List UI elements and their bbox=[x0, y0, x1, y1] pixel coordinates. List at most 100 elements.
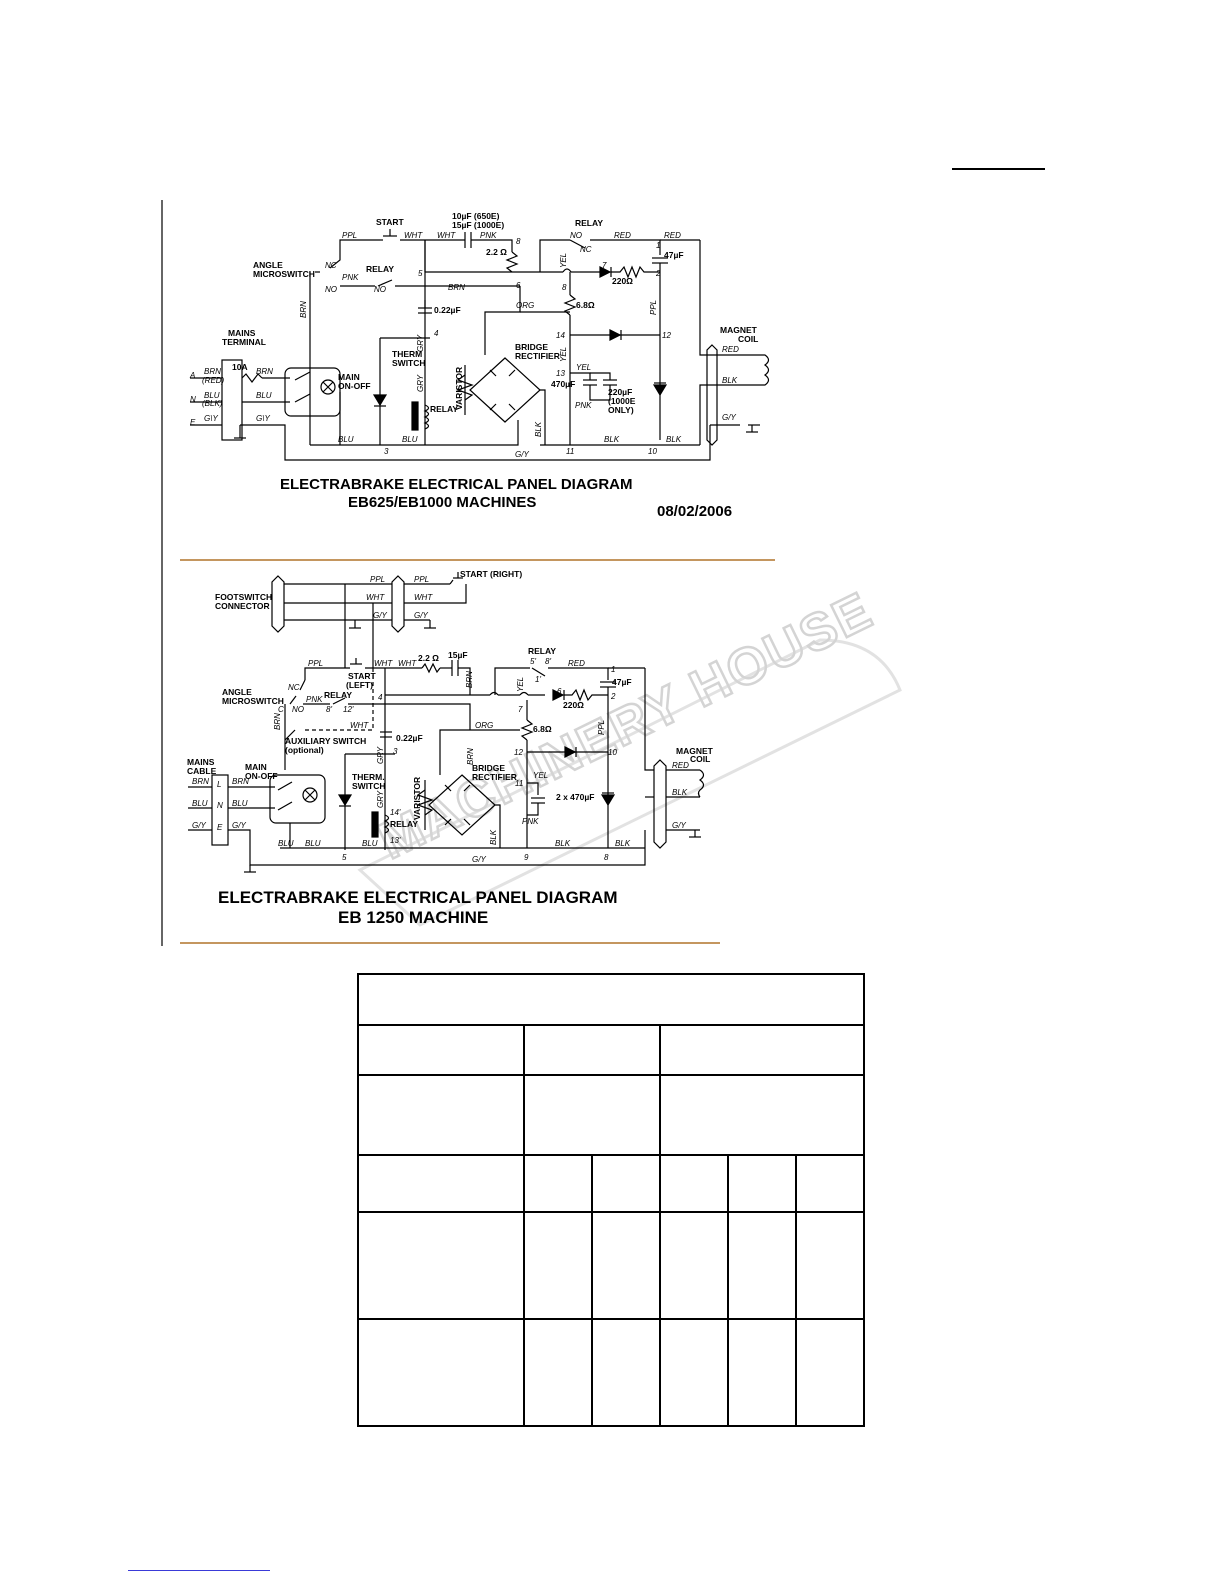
table-cell bbox=[727, 1154, 797, 1213]
svg-text:RELAY: RELAY bbox=[366, 264, 394, 274]
svg-text:A: A bbox=[189, 371, 195, 380]
svg-text:BLK: BLK bbox=[555, 839, 571, 848]
svg-text:6.8Ω: 6.8Ω bbox=[576, 300, 595, 310]
svg-text:RECTIFIER: RECTIFIER bbox=[515, 351, 560, 361]
svg-text:220Ω: 220Ω bbox=[612, 276, 633, 286]
svg-text:RED: RED bbox=[568, 659, 585, 668]
svg-text:FOOTSWITCH: FOOTSWITCH bbox=[215, 592, 272, 602]
svg-text:START: START bbox=[348, 671, 377, 681]
svg-text:BRN: BRN bbox=[273, 713, 282, 730]
svg-text:MAGNET: MAGNET bbox=[720, 325, 758, 335]
svg-text:WHT: WHT bbox=[404, 231, 423, 240]
svg-text:0.22µF: 0.22µF bbox=[434, 305, 461, 315]
table-cell bbox=[523, 1154, 593, 1213]
svg-text:PPL: PPL bbox=[414, 575, 429, 584]
svg-text:PPL: PPL bbox=[597, 720, 606, 735]
svg-text:RED: RED bbox=[672, 761, 689, 770]
svg-text:G/Y: G/Y bbox=[515, 450, 529, 459]
diagram-eb1250 bbox=[188, 572, 705, 873]
svg-text:NO: NO bbox=[292, 705, 304, 714]
diagram2-text: START (RIGHT) FOOTSWITCH CONNECTOR START… bbox=[187, 569, 714, 927]
svg-text:PNK: PNK bbox=[522, 817, 539, 826]
svg-text:PPL: PPL bbox=[649, 300, 658, 315]
svg-text:8: 8 bbox=[516, 237, 521, 246]
svg-text:NC: NC bbox=[580, 245, 592, 254]
svg-text:2.2 Ω: 2.2 Ω bbox=[486, 247, 507, 257]
svg-text:COIL: COIL bbox=[738, 334, 758, 344]
svg-text:BLK: BLK bbox=[722, 376, 738, 385]
table-cell bbox=[357, 1211, 525, 1320]
svg-text:(RED): (RED) bbox=[202, 376, 225, 385]
svg-text:GRY: GRY bbox=[416, 374, 425, 392]
svg-text:BRN: BRN bbox=[448, 283, 465, 292]
svg-text:PNK: PNK bbox=[342, 273, 359, 282]
svg-text:BLK: BLK bbox=[672, 788, 688, 797]
svg-text:14': 14' bbox=[390, 808, 401, 817]
svg-text:BRN: BRN bbox=[232, 777, 249, 786]
svg-text:BLU: BLU bbox=[204, 391, 220, 400]
svg-text:RELAY: RELAY bbox=[324, 690, 352, 700]
table-cell bbox=[523, 1024, 661, 1076]
svg-text:EB 1250 MACHINE: EB 1250 MACHINE bbox=[338, 908, 488, 927]
svg-text:BRN: BRN bbox=[465, 671, 474, 688]
table-cell bbox=[523, 1074, 661, 1156]
svg-text:BLU: BLU bbox=[402, 435, 418, 444]
svg-text:SWITCH: SWITCH bbox=[392, 358, 426, 368]
svg-text:ON-OFF: ON-OFF bbox=[245, 771, 278, 781]
svg-text:ANGLE: ANGLE bbox=[253, 260, 283, 270]
svg-text:220µF: 220µF bbox=[608, 387, 632, 397]
svg-text:VARISTOR: VARISTOR bbox=[454, 367, 464, 410]
svg-text:RELAY: RELAY bbox=[528, 646, 556, 656]
svg-text:13': 13' bbox=[390, 836, 401, 845]
svg-text:47µF: 47µF bbox=[664, 250, 684, 260]
svg-text:7: 7 bbox=[518, 705, 523, 714]
svg-text:YEL: YEL bbox=[516, 677, 525, 692]
svg-text:WHT: WHT bbox=[374, 659, 393, 668]
svg-text:RED: RED bbox=[614, 231, 631, 240]
svg-text:GRY: GRY bbox=[376, 746, 385, 764]
spec-table bbox=[357, 973, 865, 1427]
diagram-eb625-eb1000 bbox=[190, 229, 770, 461]
svg-text:ELECTRABRAKE ELECTRICAL PANEL: ELECTRABRAKE ELECTRICAL PANEL DIAGRAM bbox=[218, 888, 618, 907]
table-cell bbox=[591, 1154, 661, 1213]
svg-text:GRY: GRY bbox=[376, 790, 385, 808]
table-cell bbox=[795, 1154, 865, 1213]
svg-text:START (RIGHT): START (RIGHT) bbox=[460, 569, 522, 579]
svg-text:BLK: BLK bbox=[604, 435, 620, 444]
table-cell bbox=[659, 1074, 865, 1156]
svg-text:G/Y: G/Y bbox=[373, 611, 387, 620]
svg-text:8': 8' bbox=[545, 657, 551, 666]
svg-text:GRY: GRY bbox=[416, 334, 425, 352]
svg-text:470µF: 470µF bbox=[551, 379, 575, 389]
svg-text:RED: RED bbox=[722, 345, 739, 354]
svg-text:BLU: BLU bbox=[338, 435, 354, 444]
svg-text:11: 11 bbox=[566, 447, 574, 456]
svg-text:08/02/2006: 08/02/2006 bbox=[657, 503, 732, 520]
svg-text:PNK: PNK bbox=[480, 231, 497, 240]
table-cell bbox=[591, 1318, 661, 1427]
svg-text:THERM: THERM bbox=[392, 349, 422, 359]
svg-text:10A: 10A bbox=[232, 362, 248, 372]
svg-text:YEL: YEL bbox=[576, 363, 591, 372]
table-cell bbox=[727, 1318, 797, 1427]
svg-text:10µF (650E): 10µF (650E) bbox=[452, 211, 500, 221]
svg-text:L: L bbox=[217, 780, 221, 789]
svg-text:BLU: BLU bbox=[305, 839, 321, 848]
table-row bbox=[357, 1318, 865, 1427]
footer-link-underline[interactable] bbox=[128, 1570, 270, 1571]
table-cell bbox=[659, 1154, 729, 1213]
svg-text:(optional): (optional) bbox=[285, 745, 324, 755]
table-cell bbox=[357, 973, 865, 1026]
svg-text:THERM.: THERM. bbox=[352, 772, 385, 782]
svg-text:G/Y: G/Y bbox=[722, 413, 736, 422]
table-cell bbox=[357, 1074, 525, 1156]
svg-text:(1000E: (1000E bbox=[608, 396, 636, 406]
svg-text:BLK: BLK bbox=[666, 435, 682, 444]
svg-text:G/Y: G/Y bbox=[192, 821, 206, 830]
svg-text:G\Y: G\Y bbox=[256, 414, 270, 423]
svg-text:MAINS: MAINS bbox=[187, 757, 215, 767]
svg-text:NC: NC bbox=[325, 261, 337, 270]
svg-text:ONLY): ONLY) bbox=[608, 405, 634, 415]
svg-text:EB625/EB1000 MACHINES: EB625/EB1000 MACHINES bbox=[348, 494, 536, 511]
table-cell bbox=[591, 1211, 661, 1320]
